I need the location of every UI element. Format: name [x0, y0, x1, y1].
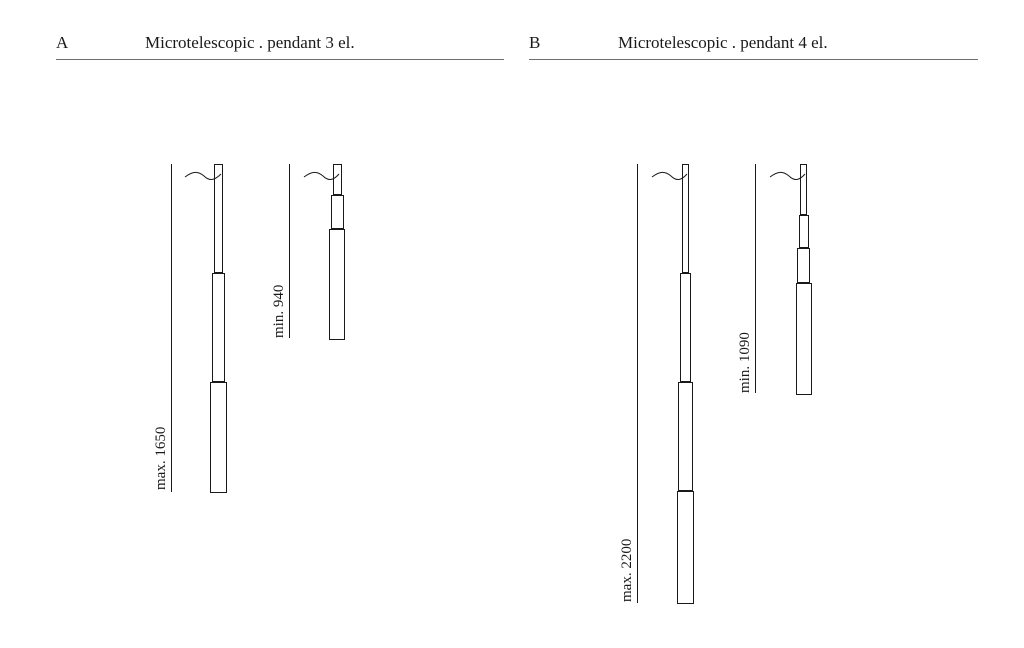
cable-break-icon	[184, 171, 222, 180]
panel-a-title: Microtelescopic . pendant 3 el.	[145, 33, 355, 52]
tube-segment-3	[797, 248, 810, 283]
pendant-b-extended	[637, 164, 694, 604]
tube-segment-middle	[212, 273, 225, 382]
cable-break-icon	[769, 171, 806, 180]
pendant-b-collapsed	[755, 164, 812, 395]
label-b-max: max. 2200	[619, 539, 635, 602]
tube-segment-top	[333, 164, 342, 195]
tube-segment-2	[799, 215, 809, 248]
tube-segment-3	[678, 382, 693, 491]
panel-b-title: Microtelescopic . pendant 4 el.	[618, 33, 828, 52]
label-a-min: min. 940	[271, 285, 287, 338]
tube-segment-1	[682, 164, 689, 273]
panel-b-letter: B	[529, 33, 541, 52]
tube-segment-top	[214, 164, 223, 273]
panel-b-header: B Microtelescopic . pendant 4 el.	[529, 30, 978, 60]
panel-a-letter: A	[56, 33, 69, 52]
pendant-a-collapsed	[289, 164, 345, 340]
pendant-a-extended	[171, 164, 227, 493]
cable-break-icon	[651, 171, 688, 180]
tube-segment-4	[677, 491, 694, 604]
label-b-min: min. 1090	[737, 332, 753, 393]
tube-segment-2	[680, 273, 691, 382]
tube-segment-4	[796, 283, 812, 395]
tube-segment-bottom	[329, 229, 345, 340]
label-a-max: max. 1650	[153, 427, 169, 490]
panel-a-header: A Microtelescopic . pendant 3 el.	[56, 30, 504, 60]
tube-segment-1	[800, 164, 807, 215]
tube-segment-middle	[331, 195, 344, 229]
tube-segment-bottom	[210, 382, 227, 493]
